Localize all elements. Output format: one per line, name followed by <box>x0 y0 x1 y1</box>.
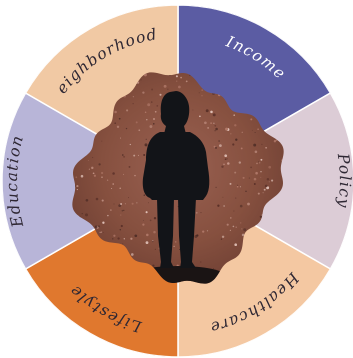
segment-label-policy: Policy <box>334 151 353 209</box>
